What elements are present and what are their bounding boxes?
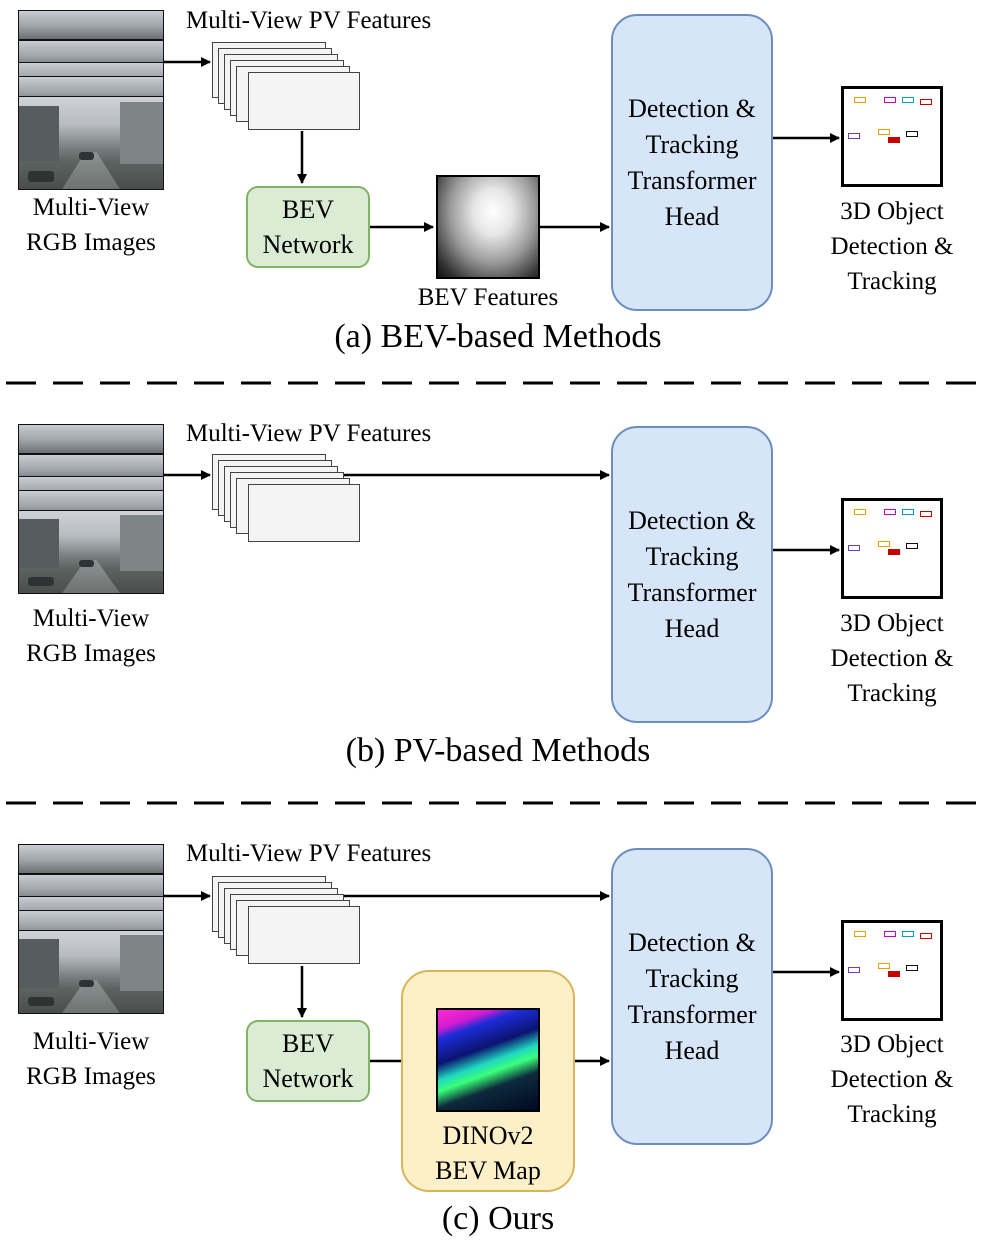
output-detection-image bbox=[841, 86, 943, 187]
output-detection-image bbox=[841, 498, 943, 599]
dinov2-bev-map-image bbox=[436, 1008, 540, 1112]
output-detection-image bbox=[841, 920, 943, 1021]
bev-features-image bbox=[436, 175, 540, 279]
camera-view-strip bbox=[18, 424, 164, 454]
bev-features-label: BEV Features bbox=[417, 284, 559, 311]
front-camera-image bbox=[18, 96, 164, 190]
pv-features-label: Multi-View PV Features bbox=[186, 840, 432, 867]
front-camera-image bbox=[18, 510, 164, 594]
pv-features-label: Multi-View PV Features bbox=[186, 420, 432, 447]
caption-b: (b) PV-based Methods bbox=[345, 732, 651, 769]
camera-view-strip bbox=[18, 10, 164, 40]
camera-view-strip bbox=[18, 844, 164, 874]
caption-a: (a) BEV-based Methods bbox=[334, 318, 662, 355]
caption-c: (c) Ours bbox=[441, 1200, 555, 1237]
front-camera-image bbox=[18, 930, 164, 1014]
pv-features-label: Multi-View PV Features bbox=[186, 7, 432, 34]
